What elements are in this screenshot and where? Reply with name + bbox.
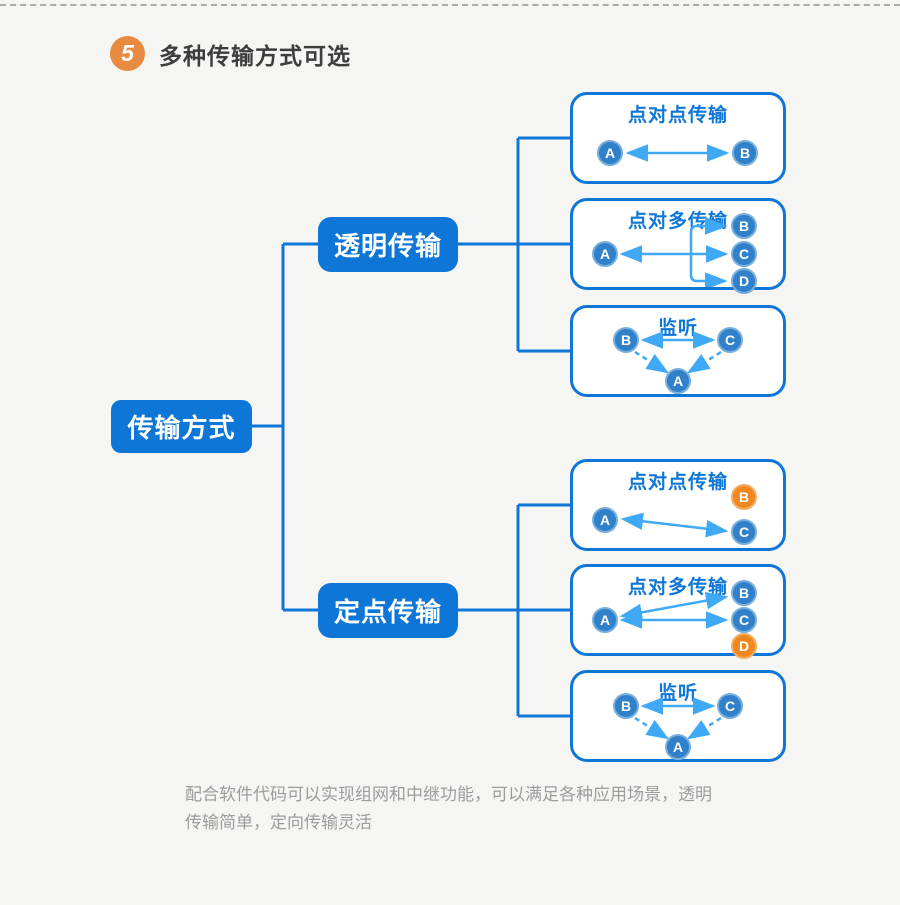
branch-arrow-to-b: [689, 217, 728, 254]
arrow-diagram: [634, 697, 722, 740]
node-b: B: [613, 327, 639, 353]
arrow-diagram: [619, 591, 729, 629]
dashed-arrow-b-a: [634, 350, 670, 374]
branch-arrow-to-d: [689, 254, 728, 287]
box-fixed-p2m: 点对多传输 A B C D: [570, 564, 786, 659]
tree-branch-transparent: 透明传输: [318, 217, 458, 272]
node-a: A: [592, 507, 618, 533]
arrow-diagram: [619, 217, 729, 287]
page-title: 多种传输方式可选: [159, 42, 351, 69]
box-fixed-p2p: 点对点传输 A B C: [570, 459, 786, 551]
section-header: 5 多种传输方式可选: [110, 36, 351, 71]
dashed-arrow-c-a: [686, 350, 722, 374]
top-dashed-divider: [0, 4, 900, 6]
node-c: C: [731, 519, 757, 545]
box-transparent-p2m: 点对多传输 A B C D: [570, 198, 786, 294]
arrow-diagram: [620, 512, 729, 538]
dashed-arrow-c-a: [686, 716, 722, 740]
node-d: D: [731, 268, 757, 294]
box-fixed-listen: 监听 B C A: [570, 670, 786, 762]
double-arrow-a-b: [619, 591, 729, 622]
box-title: 点对点传输: [627, 472, 728, 493]
node-b: B: [613, 693, 639, 719]
node-c: C: [731, 607, 757, 633]
tree-branch-fixed: 定点传输: [318, 583, 458, 638]
node-d: D: [731, 633, 757, 659]
node-b: B: [731, 484, 757, 510]
double-arrow-a-c: [620, 512, 729, 538]
node-c: C: [731, 241, 757, 267]
caption: 配合软件代码可以实现组网和中继功能，可以满足各种应用场景，透明 传输简单，定向传…: [185, 781, 805, 837]
arrow-diagram: [625, 144, 730, 162]
node-a: A: [665, 734, 691, 760]
caption-line-1: 配合软件代码可以实现组网和中继功能，可以满足各种应用场景，透明: [185, 785, 712, 804]
arrow-diagram: [634, 331, 722, 374]
node-c: C: [717, 327, 743, 353]
caption-line-2: 传输简单，定向传输灵活: [185, 813, 372, 832]
node-a: A: [592, 241, 618, 267]
node-c: C: [717, 693, 743, 719]
section-number-badge: 5: [110, 36, 145, 71]
box-transparent-p2p: 点对点传输 A B: [570, 92, 786, 184]
node-b: B: [731, 213, 757, 239]
node-a: A: [592, 607, 618, 633]
box-transparent-listen: 监听 B C A: [570, 305, 786, 397]
node-a: A: [597, 140, 623, 166]
node-a: A: [665, 368, 691, 394]
tree-root-node: 传输方式: [111, 400, 252, 453]
node-b: B: [731, 580, 757, 606]
box-title: 点对点传输: [627, 105, 728, 126]
dashed-arrow-b-a: [634, 716, 670, 740]
node-b: B: [732, 140, 758, 166]
